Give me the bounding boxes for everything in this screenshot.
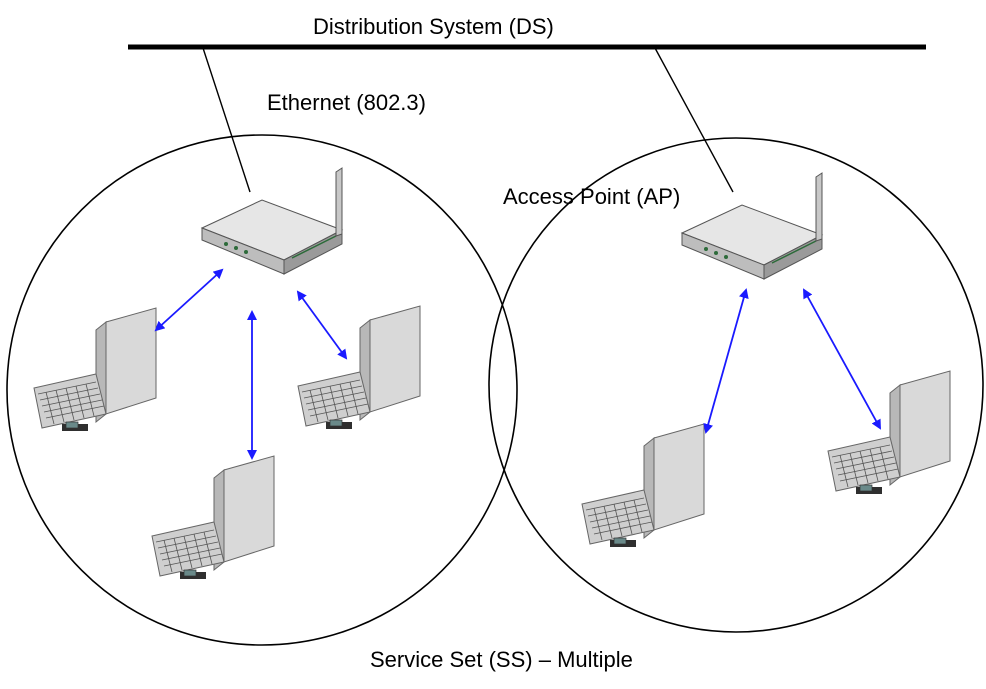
access-point-label: Access Point (AP) bbox=[503, 184, 680, 209]
laptop-right-1-icon bbox=[581, 423, 705, 548]
laptop-left-1-icon bbox=[33, 307, 157, 432]
laptop-left-2-icon bbox=[297, 305, 421, 430]
basic-service-set-left bbox=[6, 134, 518, 646]
access-point-right-icon bbox=[681, 172, 823, 280]
wireless-link-left-1 bbox=[154, 268, 224, 332]
ethernet-label: Ethernet (802.3) bbox=[267, 90, 426, 115]
wireless-link-right-1 bbox=[703, 288, 749, 434]
laptop-left-3-icon bbox=[151, 455, 275, 580]
diagram-caption: Service Set (SS) – Multiple bbox=[370, 647, 633, 672]
laptop-right-2-icon bbox=[827, 370, 951, 495]
wireless-link-left-3 bbox=[296, 290, 348, 360]
distribution-system-label: Distribution System (DS) bbox=[313, 14, 554, 39]
access-point-left-icon bbox=[201, 167, 343, 275]
ethernet-drop-left bbox=[202, 47, 251, 193]
basic-service-set-right bbox=[488, 137, 984, 633]
ethernet-drop-right bbox=[654, 47, 734, 193]
wireless-link-right-2 bbox=[803, 288, 881, 430]
